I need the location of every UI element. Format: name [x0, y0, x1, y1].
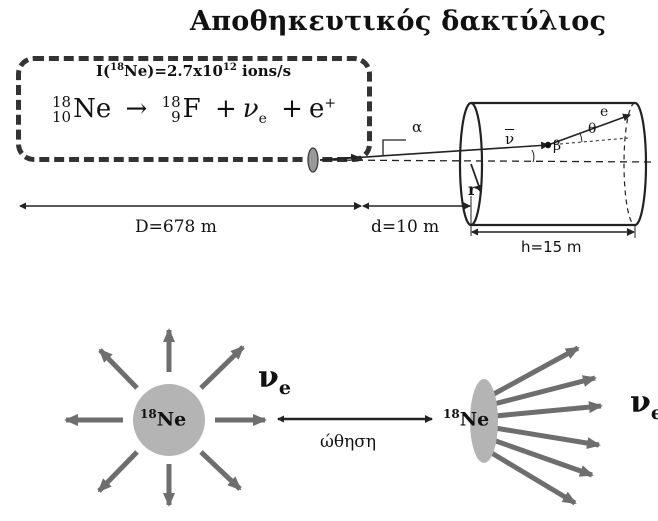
daughter-mass: 18	[161, 93, 181, 111]
nucleus-right-label: 18Ne	[443, 407, 489, 430]
electron-track	[547, 113, 631, 146]
beta-arc	[531, 149, 535, 163]
plus-sign-1: +	[214, 94, 237, 124]
alpha-label: α	[412, 118, 423, 136]
daughter-nucleus: F	[182, 94, 201, 124]
beam-axis-dashed	[319, 159, 656, 163]
boost-label: ώθηση	[320, 432, 377, 452]
nucleus-left-mass: 18	[140, 407, 157, 421]
nucleus-right-mass: 18	[443, 407, 460, 421]
parent-mass: 18	[52, 93, 72, 111]
radius-line	[470, 163, 483, 193]
distance-D-label: D=678 m	[135, 217, 217, 237]
beta-label: β	[553, 138, 562, 154]
intensity-suffix: Ne)=2.7x10	[124, 62, 223, 80]
neutrino-subscript: e	[258, 111, 267, 128]
intensity-exponent: 12	[222, 62, 237, 73]
neutrino-left-sub: e	[278, 377, 291, 399]
intensity-unit: ions/s	[236, 62, 292, 80]
parent-nucleus: Ne	[73, 94, 112, 124]
boosted-emission	[470, 345, 603, 506]
electron-label: e	[600, 104, 609, 120]
neutrino-continuation	[547, 137, 629, 146]
daughter-z: 9	[171, 108, 181, 126]
isotropic-emission	[64, 328, 267, 507]
neutrino-symbol: ν	[242, 94, 259, 124]
distance-d-label: d=10 m	[371, 217, 440, 237]
diagram-title: Αποθηκευτικός δακτύλιος	[190, 6, 607, 37]
neutrino-right-sub: e	[650, 402, 658, 424]
alpha-marker	[382, 139, 406, 156]
interaction-vertex	[544, 141, 552, 149]
decay-reaction: 18 10 Ne → 18 9 F +νe +e+	[52, 94, 336, 127]
antineutrino-label: ν	[505, 130, 515, 148]
decay-box	[16, 56, 372, 162]
neutrino-short-line	[319, 153, 359, 162]
radius-label: r	[468, 180, 477, 199]
neutrino-right-label: νe	[630, 385, 658, 424]
intensity-mass: 18	[110, 62, 125, 73]
theta-arc	[579, 132, 583, 143]
neutrino-left-label: νe	[258, 360, 291, 399]
positron-superscript: +	[324, 95, 337, 112]
nucleus-right-symbol: Ne	[459, 408, 490, 431]
detector-cylinder	[458, 101, 648, 227]
positron-symbol: e	[308, 94, 325, 124]
beam-intensity: I(18Ne)=2.7x1012 ions/s	[96, 62, 291, 80]
source-ellipse	[307, 147, 319, 173]
nucleus-left-label: 18Ne	[140, 407, 186, 430]
neutrino-right-symbol: ν	[630, 385, 651, 420]
plus-sign-2: +	[281, 94, 303, 124]
parent-z: 10	[52, 108, 72, 126]
neutrino-left-symbol: ν	[258, 360, 279, 395]
height-h-label: h=15 m	[521, 238, 582, 256]
intensity-prefix: I(	[96, 62, 111, 80]
reaction-arrow: →	[125, 94, 148, 124]
theta-label: θ	[588, 121, 597, 137]
nucleus-left-symbol: Ne	[156, 408, 187, 431]
